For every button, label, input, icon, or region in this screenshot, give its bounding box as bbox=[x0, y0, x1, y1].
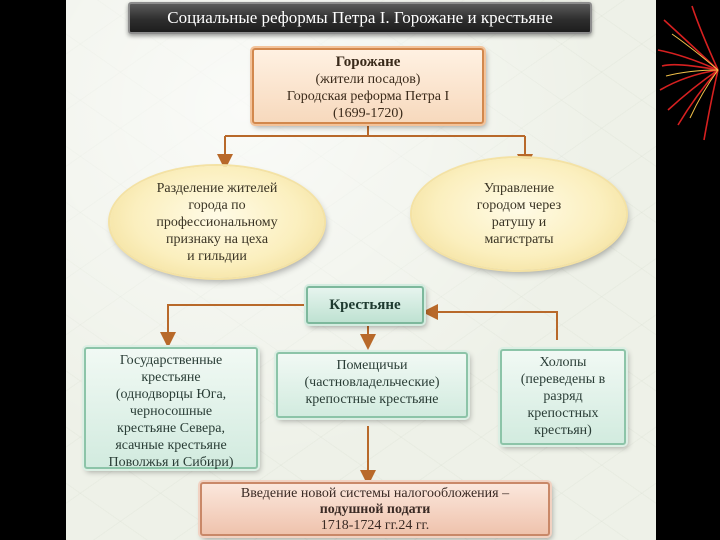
serfs-line: разряд bbox=[543, 389, 583, 404]
serfs-box: Холопы (переведены в разряд крепостных к… bbox=[500, 349, 626, 445]
townsmen-dates: (1699-1720) bbox=[333, 106, 403, 121]
state-peasants-line: Государственные bbox=[119, 353, 223, 368]
oval-left-line: и гильдии bbox=[187, 248, 247, 264]
landlord-peasants-box: Помещичьи (частновладельческие) крепостн… bbox=[276, 352, 468, 418]
state-peasants-box: Государственные крестьяне (однодворцы Юг… bbox=[84, 347, 258, 470]
state-peasants-line: Поволжья и Сибири) bbox=[108, 455, 234, 470]
guild-division-oval: Разделение жителей города по профессиона… bbox=[110, 166, 324, 278]
oval-left-line: признаку на цеха bbox=[165, 231, 269, 247]
state-peasants-line: черносошные bbox=[129, 404, 213, 419]
oval-left-line: Разделение жителей bbox=[156, 180, 278, 196]
townsmen-subtitle: (жители посадов) bbox=[315, 72, 421, 87]
townsmen-heading: Горожане bbox=[335, 54, 401, 70]
state-peasants-line: ясачные крестьяне bbox=[115, 438, 227, 453]
oval-left-line: города по bbox=[188, 197, 246, 213]
townsmen-box: Горожане (жители посадов) Городская рефо… bbox=[252, 48, 484, 124]
landlord-peasants-line: (частновладельческие) bbox=[304, 375, 440, 390]
state-peasants-line: (однодворцы Юга, bbox=[115, 387, 227, 402]
serfs-line: крестьян) bbox=[534, 423, 592, 438]
serfs-line: (переведены в bbox=[520, 372, 606, 387]
poll-tax-line2: подушной подати bbox=[319, 502, 431, 517]
landlord-peasants-line: Помещичьи bbox=[336, 358, 408, 373]
oval-right-line: городом через bbox=[476, 198, 562, 213]
poll-tax-line1: Введение новой системы налогообложения – bbox=[240, 486, 510, 501]
peasants-heading: Крестьяне bbox=[306, 286, 424, 324]
townsmen-reform: Городская реформа Петра I bbox=[286, 89, 450, 104]
oval-right-line: Управление bbox=[483, 181, 555, 196]
oval-right-line: ратушу и bbox=[491, 215, 547, 230]
state-peasants-line: крестьяне bbox=[141, 370, 201, 385]
city-administration-oval: Управление городом через ратушу и магист… bbox=[412, 158, 626, 270]
serfs-line: крепостных bbox=[527, 406, 599, 421]
state-peasants-line: крестьяне Севера, bbox=[117, 421, 225, 436]
oval-left-line: профессиональному bbox=[156, 214, 278, 230]
oval-right-line: магистраты bbox=[484, 232, 554, 247]
poll-tax-dates: 1718-1724 гг.24 гг. bbox=[320, 518, 430, 533]
page-title: Социальные реформы Петра I. Горожане и к… bbox=[128, 2, 592, 34]
landlord-peasants-line: крепостные крестьяне bbox=[305, 392, 439, 407]
serfs-line: Холопы bbox=[539, 355, 587, 370]
fireworks-decoration bbox=[656, 0, 720, 200]
poll-tax-box: Введение новой системы налогообложения –… bbox=[200, 482, 550, 536]
